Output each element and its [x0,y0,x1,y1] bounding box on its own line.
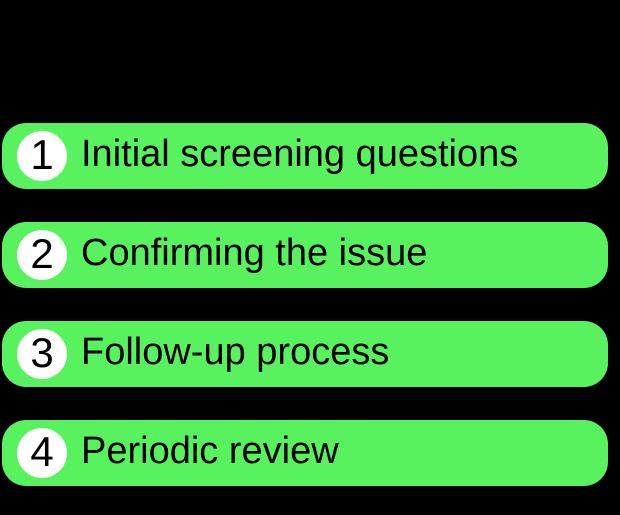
step-label: Confirming the issue [81,232,428,274]
step-item-3[interactable]: 3 Follow-up process [2,321,608,387]
step-number: 2 [30,229,54,277]
step-label: Follow-up process [81,331,390,373]
step-label: Periodic review [81,430,339,472]
step-number-badge: 4 [17,428,67,478]
step-number: 4 [30,427,54,475]
step-number-badge: 1 [17,131,67,181]
step-item-1[interactable]: 1 Initial screening questions [2,123,608,189]
step-item-2[interactable]: 2 Confirming the issue [2,222,608,288]
step-item-4[interactable]: 4 Periodic review [2,420,608,486]
step-number: 1 [30,130,54,178]
step-number-badge: 3 [17,329,67,379]
step-number-badge: 2 [17,230,67,280]
step-label: Initial screening questions [81,133,519,175]
step-number: 3 [30,328,54,376]
